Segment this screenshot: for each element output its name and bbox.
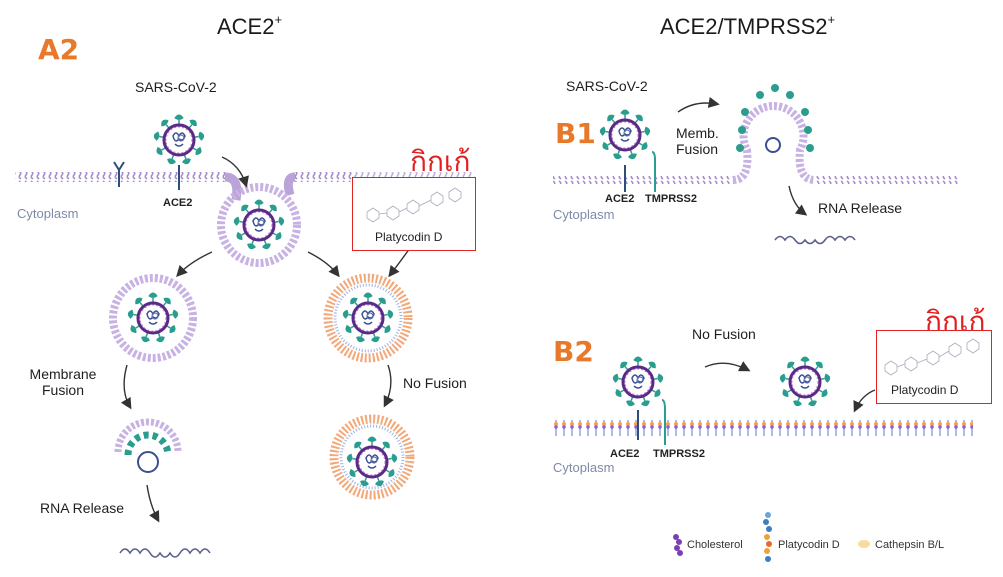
cathepsin-icon xyxy=(858,540,870,548)
cell-membrane-b2 xyxy=(553,420,973,436)
flow-arrows-b2 xyxy=(704,361,876,413)
legend-cholesterol: Cholesterol xyxy=(687,539,743,551)
panel-label-a2: A2 xyxy=(38,33,80,66)
platycodin-d-box: Platycodin D xyxy=(352,177,476,251)
sars-cov-2-virus-b2-icon xyxy=(613,357,664,407)
molecule-structure-b2-icon xyxy=(884,338,980,376)
cytoplasm-label-b1: Cytoplasm xyxy=(553,207,615,222)
ace2-receptor-icon xyxy=(113,161,180,190)
rna-release-label-left: RNA Release xyxy=(40,500,125,516)
ace2-tmprss2-b1-icon xyxy=(624,151,656,192)
sars-cov-2-virus-icon xyxy=(154,115,205,165)
no-fusion-label-b2: No Fusion xyxy=(692,326,756,342)
panel-label-b1: B1 xyxy=(555,117,596,150)
endosome-membrane-fusion-icon xyxy=(109,274,197,362)
virus-label-b1: SARS-CoV-2 xyxy=(566,78,648,94)
sars-cov-2-virus-b2-blocked-icon xyxy=(780,357,831,407)
endosome-platycodin-icon xyxy=(323,273,413,363)
endosome-icon xyxy=(217,183,301,267)
ace2-tmprss2-b2-icon xyxy=(637,399,666,445)
virus-label: SARS-CoV-2 xyxy=(135,79,217,95)
cytoplasm-label: Cytoplasm xyxy=(17,206,79,221)
thai-annotation: กิกเก้ xyxy=(410,145,471,178)
rna-release-label-b1: RNA Release xyxy=(818,200,903,216)
fused-virus-spikes-icon xyxy=(736,84,814,152)
legend-platycodin-d: Platycodin D xyxy=(778,539,840,551)
ace2-label: ACE2 xyxy=(163,197,193,209)
ace2-label-b2: ACE2 xyxy=(610,448,640,460)
rna-strand-icon xyxy=(119,548,211,558)
cytoplasm-label-b2: Cytoplasm xyxy=(553,460,615,475)
legend-icons xyxy=(673,512,870,562)
fused-endosome-icon xyxy=(114,418,182,473)
memb-fusion-label: Memb.Fusion xyxy=(676,125,719,157)
cholesterol-icon xyxy=(673,534,683,556)
cell-membrane-b1 xyxy=(553,101,960,184)
no-fusion-label-left: No Fusion xyxy=(403,375,467,391)
tmprss2-label-b1: TMPRSS2 xyxy=(645,193,697,205)
viral-rna-icon xyxy=(765,137,781,153)
platycodin-d-box-b2: Platycodin D xyxy=(876,330,992,404)
platycodin-d-label: Platycodin D xyxy=(375,230,443,244)
left-panel-title: ACE2+ xyxy=(217,12,283,39)
legend-cathepsin: Cathepsin B/L xyxy=(875,539,945,551)
ace2-label-b1: ACE2 xyxy=(605,193,635,205)
endosome-no-fusion-icon xyxy=(329,414,415,500)
sars-cov-2-virus-b1-icon xyxy=(600,110,651,160)
tmprss2-label-b2: TMPRSS2 xyxy=(653,448,705,460)
platycodin-icon xyxy=(763,512,772,562)
rna-strand-b1-icon xyxy=(774,235,856,245)
flow-arrows-b1 xyxy=(677,96,808,216)
platycodin-d-label-b2: Platycodin D xyxy=(891,383,959,397)
panel-label-b2: B2 xyxy=(553,335,594,368)
molecule-structure-icon xyxy=(366,187,462,223)
flow-arrows-left xyxy=(120,156,411,523)
right-panel-title: ACE2/TMPRSS2+ xyxy=(660,12,836,39)
